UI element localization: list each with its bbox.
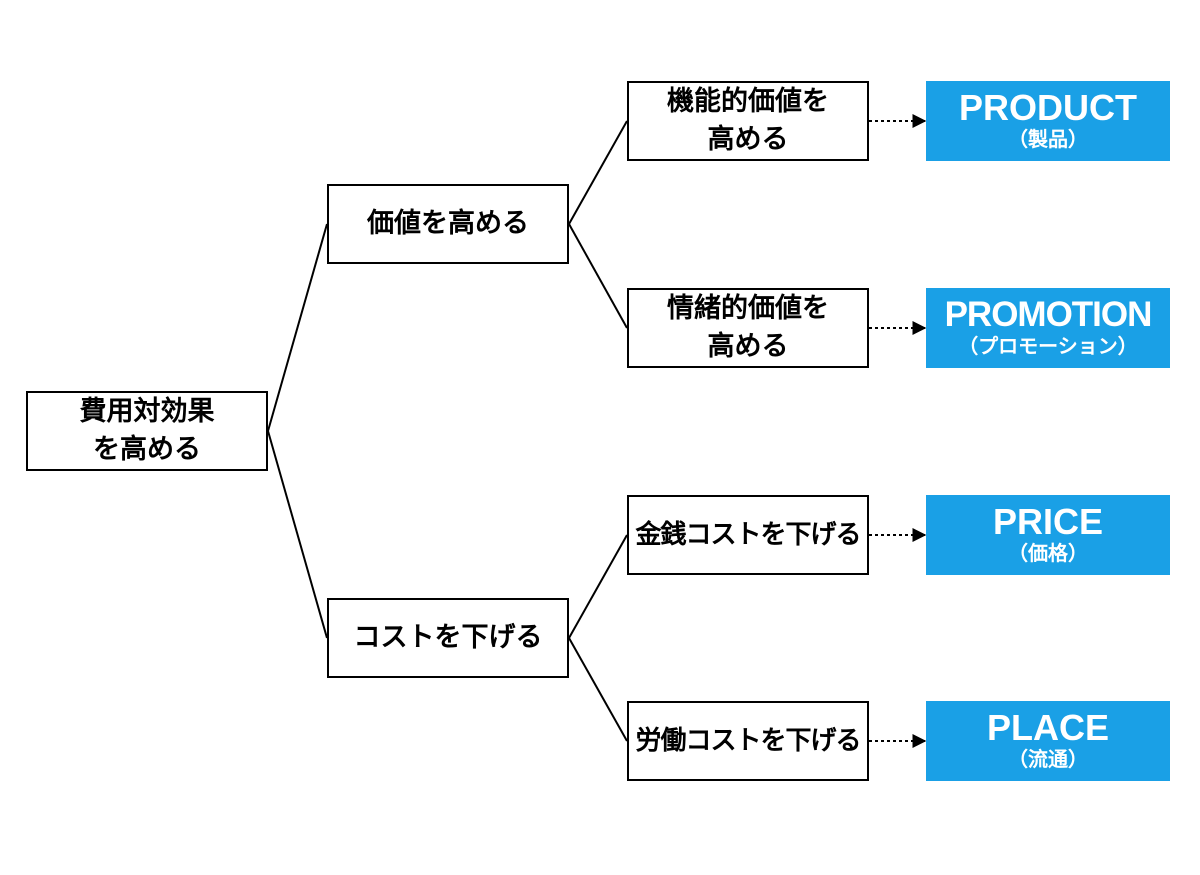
cost-node: コストを下げる (327, 598, 569, 678)
cost-node-label: コストを下げる (353, 622, 543, 653)
place-box: PLACE （流通） (926, 701, 1170, 781)
labor-cost-node: 労働コストを下げる (627, 701, 869, 781)
promotion-title: PROMOTION (944, 295, 1153, 334)
value-node-label: 価値を高める (367, 208, 529, 239)
connector-root-to-cost (267, 430, 328, 639)
functional-value-line2: 高める (707, 124, 789, 155)
connector-cost-to-monetary (568, 534, 628, 639)
root-node-line1: 費用対効果 (79, 396, 215, 427)
promotion-subtitle: （プロモーション） (958, 334, 1138, 358)
value-node: 価値を高める (327, 184, 569, 264)
monetary-cost-node: 金銭コストを下げる (627, 495, 869, 575)
emotional-value-line2: 高める (707, 331, 789, 362)
promotion-box: PROMOTION （プロモーション） (926, 288, 1170, 368)
emotional-value-node: 情緒的価値を 高める (627, 288, 869, 368)
connector-root-to-value (267, 223, 328, 432)
connector-cost-to-labor (568, 637, 628, 742)
price-title: PRICE (992, 501, 1104, 542)
emotional-value-line1: 情緒的価値を (667, 293, 829, 324)
connector-value-to-emotional (568, 223, 628, 329)
root-node: 費用対効果 を高める (26, 391, 268, 471)
place-subtitle: （流通） (1008, 747, 1088, 771)
functional-value-line1: 機能的価値を (667, 86, 829, 117)
functional-value-node: 機能的価値を 高める (627, 81, 869, 161)
connector-value-to-functional (568, 120, 628, 225)
labor-cost-label: 労働コストを下げる (635, 726, 861, 756)
place-title: PLACE (986, 707, 1109, 748)
product-box: PRODUCT （製品） (926, 81, 1170, 161)
product-title: PRODUCT (959, 87, 1137, 128)
root-node-line2: を高める (93, 434, 201, 465)
monetary-cost-label: 金銭コストを下げる (635, 520, 861, 550)
price-box: PRICE （価格） (926, 495, 1170, 575)
price-subtitle: （価格） (1008, 541, 1088, 565)
product-subtitle: （製品） (1008, 127, 1088, 151)
